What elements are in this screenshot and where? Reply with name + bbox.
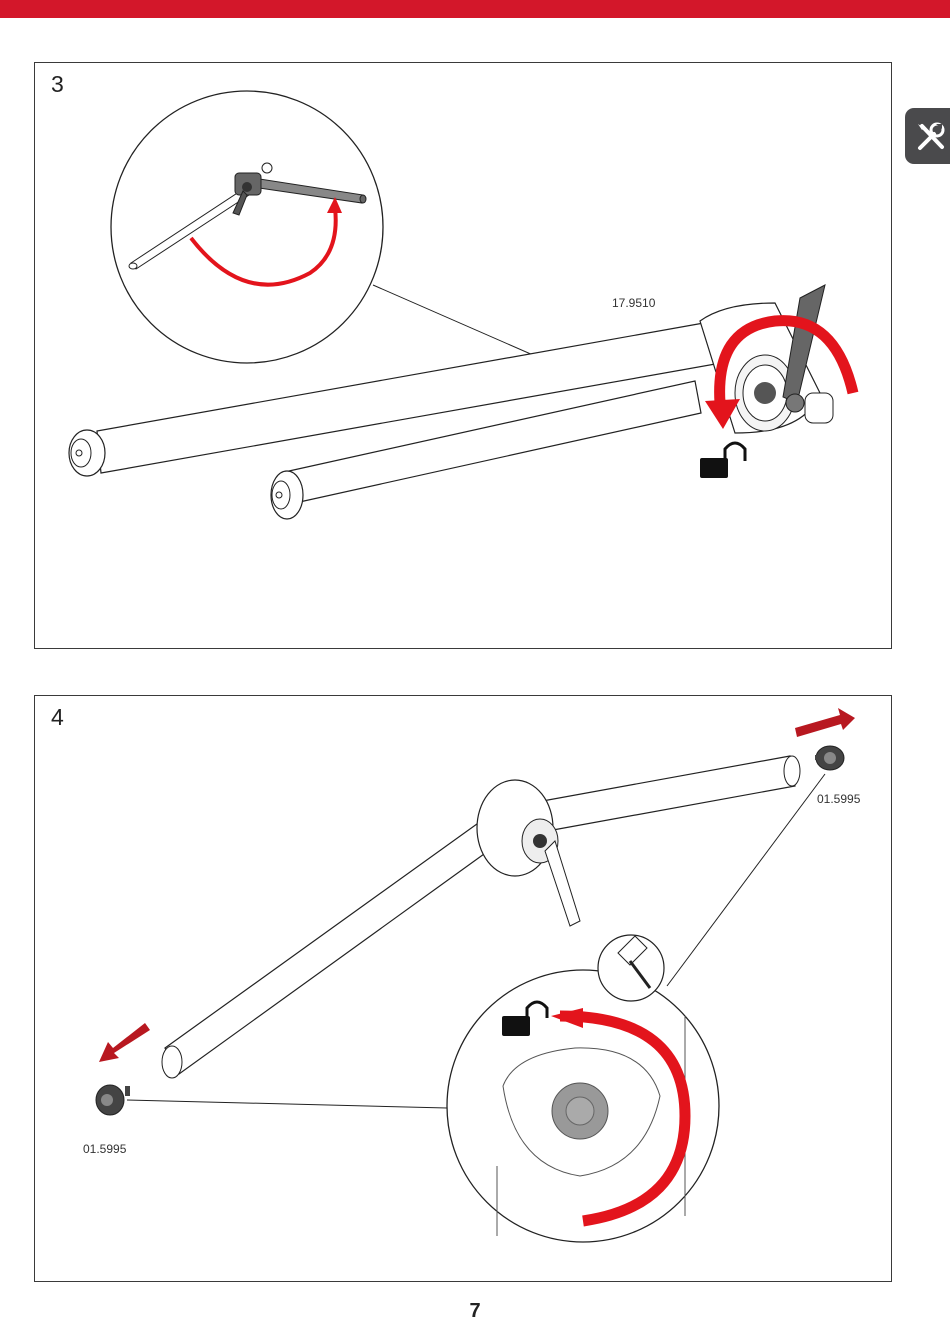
arrow-left (99, 1023, 150, 1062)
step-3-illustration (35, 63, 891, 648)
arrow-right (795, 708, 855, 737)
top-accent-bar (0, 0, 950, 18)
key-tool-icon (598, 935, 664, 1001)
step-4-illustration (35, 696, 891, 1281)
page-number: 7 (0, 1300, 950, 1323)
detail-magnifier (111, 91, 568, 372)
bolt (96, 1085, 130, 1115)
tools-icon (914, 120, 948, 154)
bolt (815, 746, 844, 770)
tools-tab[interactable] (905, 108, 950, 164)
detail-magnifier (447, 970, 719, 1242)
step-3-panel: 3 17.9510 (34, 62, 892, 649)
step-4-panel: 4 01.5995 01.5995 (34, 695, 892, 1282)
unlock-icon (700, 443, 745, 478)
